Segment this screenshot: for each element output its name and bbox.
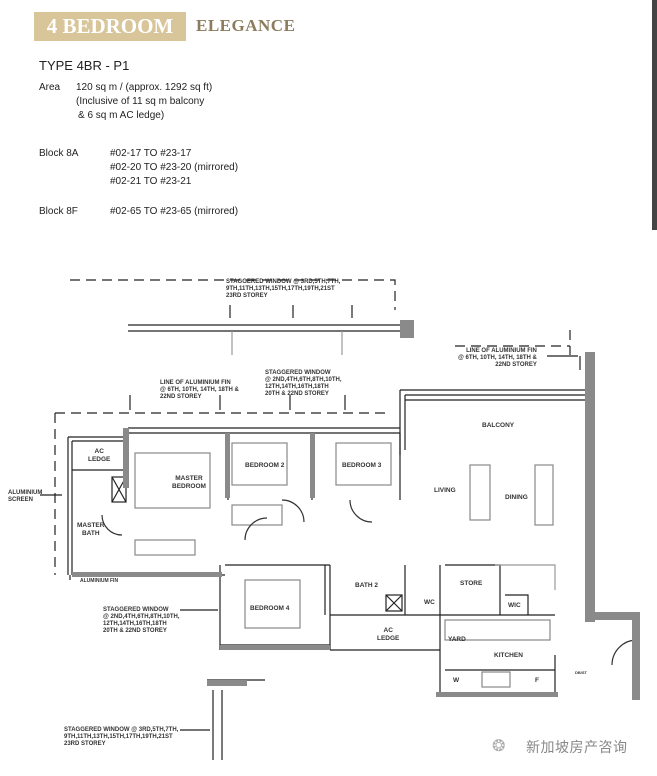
room-store: STORE xyxy=(460,580,483,587)
fridge-label: F xyxy=(535,677,539,684)
room-bath-2: BATH 2 xyxy=(355,582,378,589)
unit-range: #02-20 TO #23-20 (mirrored) xyxy=(110,162,239,173)
bedroom-banner: 4 BEDROOM xyxy=(34,12,186,41)
series-title: ELEGANCE xyxy=(196,16,296,35)
washer-label: W xyxy=(453,677,460,684)
staggered-window-note: STAGGERED WINDOW@ 2ND,4TH,6TH,8TH,10TH,1… xyxy=(103,607,180,634)
page-edge xyxy=(652,0,657,230)
staggered-window-note: STAGGERED WINDOW @ 3RD,5TH,7TH,9TH,11TH,… xyxy=(64,727,179,747)
upper-window-line xyxy=(128,324,405,332)
db-label: DB/ST xyxy=(575,670,587,675)
block-label: Block 8F xyxy=(39,206,78,217)
unit-type: TYPE 4BR - P1 xyxy=(39,58,130,73)
wechat-logo-icon: ❂ xyxy=(492,738,506,755)
staggered-window-note: STAGGERED WINDOW@ 2ND,4TH,6TH,8TH,10TH,1… xyxy=(265,370,342,397)
room-living: LIVING xyxy=(434,487,456,494)
room-kitchen: KITCHEN xyxy=(494,652,523,659)
unit-range: #02-21 TO #23-21 xyxy=(110,176,192,187)
room-wc: WC xyxy=(424,599,435,606)
room-wic: WIC xyxy=(508,602,521,609)
block-label: Block 8A xyxy=(39,148,79,159)
aluminium-fin-label: ALUMINIUM FIN xyxy=(80,578,119,584)
unit-range: #02-65 TO #23-65 (mirrored) xyxy=(110,206,239,217)
area-line: & 6 sq m AC ledge) xyxy=(78,110,165,121)
area-line: 120 sq m / (approx. 1292 sq ft) xyxy=(76,82,213,93)
room-yard: YARD xyxy=(448,636,466,643)
staggered-window-note: STAGGERED WINDOW @ 3RD,5TH,7TH,9TH,11TH,… xyxy=(226,279,341,299)
watermark: 新加坡房产咨询 xyxy=(526,739,628,755)
aluminium-fin-note: LINE OF ALUMINIUM FIN@ 6TH, 10TH, 14TH, … xyxy=(160,380,239,400)
area-label: Area xyxy=(39,82,61,93)
room-bedroom-3: BEDROOM 3 xyxy=(342,462,382,469)
room-balcony: BALCONY xyxy=(482,422,515,429)
room-bedroom-2: BEDROOM 2 xyxy=(245,462,285,469)
room-dining: DINING xyxy=(505,494,528,501)
aluminium-fin-note: LINE OF ALUMINIUM FIN@ 6TH, 10TH, 14TH, … xyxy=(458,348,537,368)
room-bedroom-4: BEDROOM 4 xyxy=(250,605,290,612)
unit-range: #02-17 TO #23-17 xyxy=(110,148,192,159)
area-line: (Inclusive of 11 sq m balcony xyxy=(76,96,205,107)
